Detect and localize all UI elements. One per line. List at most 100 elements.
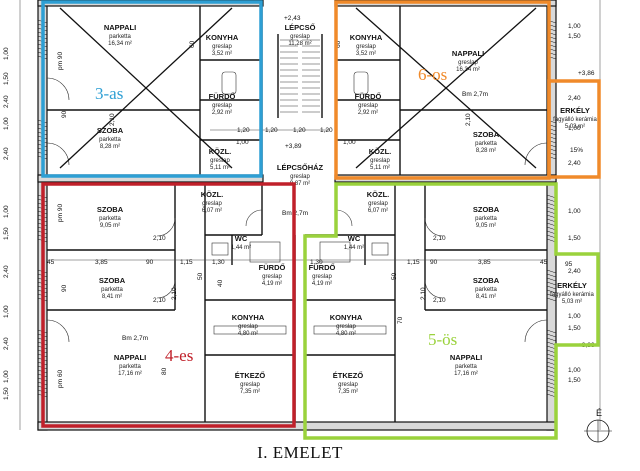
unit-4-outline	[41, 182, 296, 428]
room-area: 9,05 m²	[476, 223, 496, 229]
dimension-d15: 15%	[570, 147, 583, 154]
room-name: SZOBA	[97, 126, 124, 135]
room-floor-material: greslap	[358, 103, 378, 109]
height-tr: Bm 2,7m	[462, 91, 488, 98]
room-area: 17,16 m²	[454, 371, 478, 377]
room-area: 2,92 m²	[212, 110, 232, 116]
dimension-d150: 1,50	[3, 72, 10, 85]
unit-4-label: 4-es	[165, 346, 193, 365]
room-area: 6,07 m²	[368, 208, 388, 214]
dimension-d210: 2,10	[153, 235, 166, 242]
dimension-d150: 1,50	[3, 227, 10, 240]
dimension-d150: 1,50	[568, 377, 581, 384]
room-area: 9,05 m²	[100, 223, 120, 229]
dimension-d60: 60	[335, 40, 342, 48]
room-area: 2,92 m²	[358, 110, 378, 116]
dimension-d100: 1,00	[343, 139, 356, 146]
room-floor-material: fagyálló kerámia	[553, 117, 597, 123]
dimension-d115: 1,15	[407, 259, 420, 266]
window-hatch	[546, 289, 557, 294]
room-area: 4,80 m²	[238, 331, 258, 337]
window-hatch	[546, 329, 557, 334]
room-name: LÉPCSŐ	[285, 23, 316, 32]
room-name: ÉTKEZŐ	[333, 371, 364, 380]
room-area: 8,28 m²	[100, 144, 120, 150]
doors	[46, 77, 548, 343]
room-floor-material: parketta	[99, 216, 121, 222]
room-name: NAPPALI	[114, 353, 146, 362]
bath-fixtures	[211, 71, 389, 335]
room-name: FÜRDŐ	[209, 92, 236, 101]
window-hatch	[546, 277, 557, 282]
room-floor-material: greslap	[262, 274, 282, 280]
dimension-d210: 2,10	[420, 287, 427, 300]
room-area: 9,87 m²	[290, 181, 310, 187]
dimension-d240: 2,40	[3, 265, 10, 278]
dimension-d100: 1,00	[568, 313, 581, 320]
room-name: FÜRDŐ	[355, 92, 382, 101]
room-wc-bl: WC1,44 m²	[231, 234, 251, 251]
room-floor-material: greslap	[238, 324, 258, 330]
dimension-d50: 50	[391, 272, 398, 280]
room-floor-material: greslap	[370, 158, 390, 164]
dimension-d45: 45	[540, 259, 548, 266]
height-bl: Bm 2,7m	[122, 335, 148, 342]
dimension-d210: 2,10	[171, 287, 178, 300]
room-floor-material: parketta	[455, 364, 477, 370]
dimension-d100: 1,00	[568, 208, 581, 215]
window-hatch	[546, 297, 557, 302]
room-name: ERKÉLY	[560, 106, 590, 115]
dimension-pm60: pm 60	[57, 370, 64, 388]
dimension-d240: 2,40	[568, 160, 581, 167]
room-name: WC	[348, 234, 361, 243]
unit-3-label: 3-as	[95, 84, 123, 103]
level-core: +3,89	[285, 143, 302, 150]
room-name: SZOBA	[473, 130, 500, 139]
room-floor-material: greslap	[212, 103, 232, 109]
room-name: KÖZL.	[367, 190, 390, 199]
room-name: NAPPALI	[452, 49, 484, 58]
interior-walls	[47, 6, 547, 422]
room-labels: NAPPALI parketta 16,34 m² KONYHAgreslap3,52…	[97, 23, 598, 395]
dimension-d120: 1,20	[320, 127, 333, 134]
dimension-d120: 1,20	[237, 127, 250, 134]
room-floor-material: greslap	[338, 382, 358, 388]
dimension-d240: 2,40	[568, 95, 581, 102]
dimension-d385: 3,85	[95, 259, 108, 266]
dimension-d100: 1,00	[568, 125, 581, 132]
room-area: 16,34 m²	[108, 41, 132, 47]
dimension-d90: 90	[61, 284, 68, 292]
dimension-d95: 95	[565, 261, 573, 268]
dimension-d150: 1,50	[568, 235, 581, 242]
dimension-d100: 1,00	[3, 370, 10, 383]
room-floor-material: fagyálló kerámia	[550, 292, 594, 298]
level-erkely-top: +3,86	[578, 70, 595, 77]
window-hatch	[546, 285, 557, 290]
dimension-d130: 1,30	[212, 259, 225, 266]
room-area: 8,41 m²	[476, 294, 496, 300]
room-name: SZOBA	[473, 205, 500, 214]
room-name: SZOBA	[99, 276, 126, 285]
dimension-d240: 2,40	[3, 147, 10, 160]
room-name: KONYHA	[330, 313, 363, 322]
dimension-d150: 1,50	[3, 387, 10, 400]
unit-5-label: 5-ös	[428, 330, 457, 349]
unit-6-label: 6-os	[418, 65, 447, 84]
room-name: WC	[235, 234, 248, 243]
